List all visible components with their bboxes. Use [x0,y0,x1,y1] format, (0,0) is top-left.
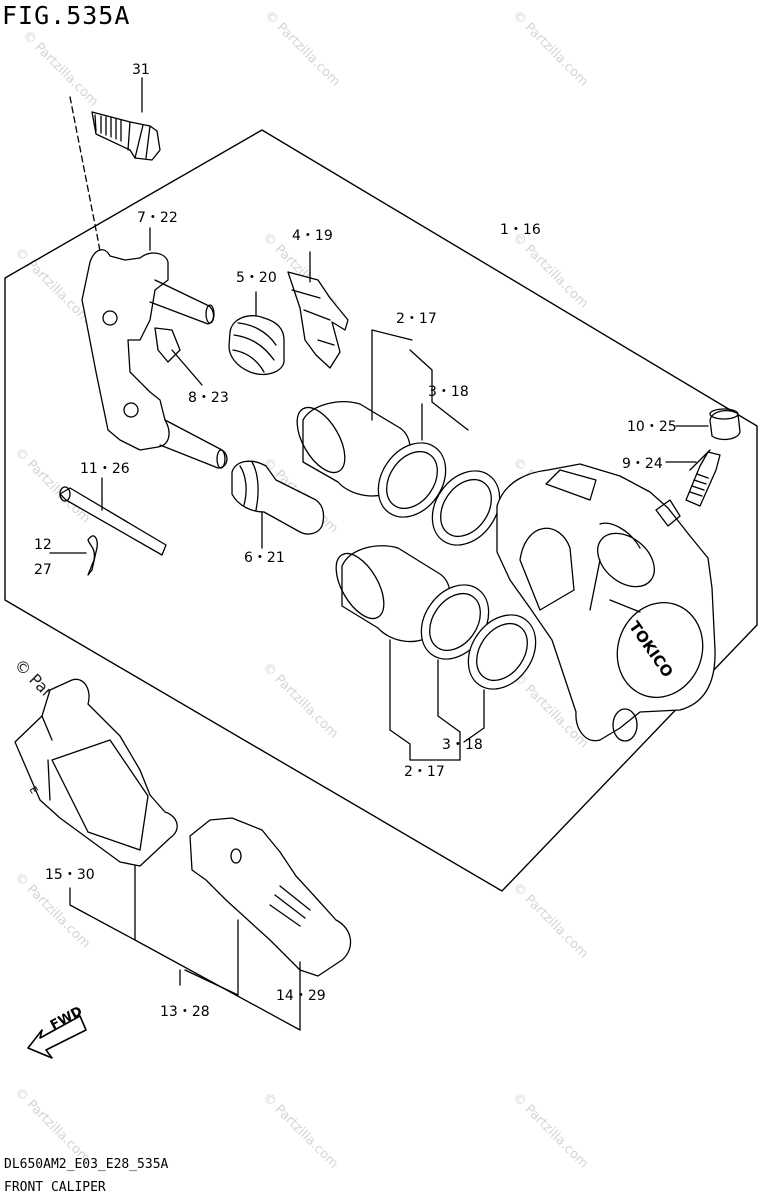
brake-pad-14 [134,817,352,1031]
pad-spring-4 [287,251,349,369]
caliper-body [496,449,716,742]
bleeder-cap-10 [675,408,741,441]
bolt-31 [69,77,161,319]
diagram-name: FRONT CALIPER [4,1180,106,1195]
piston-seal-3-upper [377,349,501,546]
forward-arrow [27,1015,87,1059]
callout-15-30: 15・30 [45,867,95,883]
slide-pin-11 [59,477,167,556]
boot-5 [228,291,285,376]
callout-31: 31 [132,62,150,78]
piston-seal-3-lower [389,584,537,761]
callout-4-19: 4・19 [292,228,333,244]
callout-3-18-lower: 3・18 [442,737,483,753]
callout-9-24: 9・24 [622,456,663,472]
figure-title: FIG.535A [2,1,131,30]
diagram-code: DL650AM2_E03_E28_535A [4,1157,169,1172]
pin-clip-12 [49,535,98,576]
callout-13-28: 13・28 [160,1004,210,1020]
boot-pin-6 [231,460,325,549]
callout-27: 27 [34,562,52,578]
callout-7-22: 7・22 [137,210,178,226]
callout-6-21: 6・21 [244,550,285,566]
callout-10-25: 10・25 [627,419,677,435]
caliper-bracket-7 [81,227,228,469]
callout-11-26: 11・26 [80,461,130,477]
callout-2-17-upper: 2・17 [396,311,437,327]
callout-3-18-upper: 3・18 [428,384,469,400]
callout-8-23: 8・23 [188,390,229,406]
callout-2-17-lower: 2・17 [404,764,445,780]
brake-pad-15 [14,678,178,941]
bleeder-valve-9 [665,451,721,507]
callout-5-20: 5・20 [236,270,277,286]
caliper-assembly-outline [4,129,758,892]
callout-1-16: 1・16 [500,222,541,238]
callout-14-29: 14・29 [276,988,326,1004]
callout-12: 12 [34,537,52,553]
